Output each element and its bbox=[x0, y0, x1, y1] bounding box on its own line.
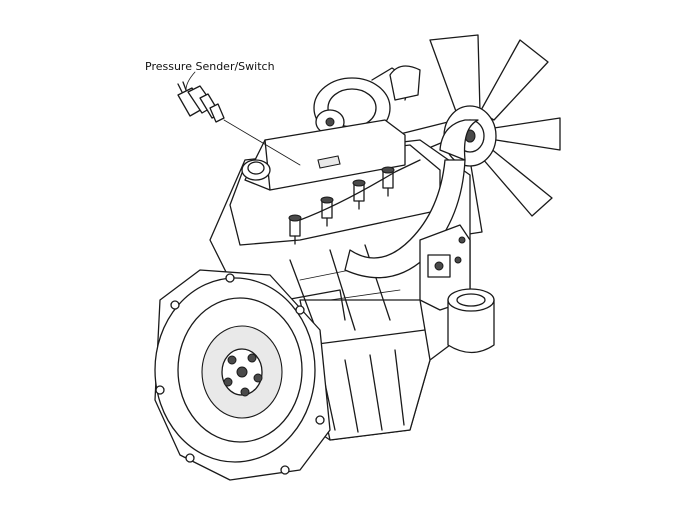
cylinder-head bbox=[229, 119, 441, 246]
pressure-sender-label: Pressure Sender/Switch bbox=[145, 60, 275, 73]
install-leader bbox=[223, 119, 301, 166]
oil-filter bbox=[447, 288, 495, 354]
fuel-injectors bbox=[288, 159, 421, 245]
pressure-sender bbox=[177, 81, 225, 123]
flywheel-housing bbox=[154, 269, 331, 481]
callout-leader bbox=[185, 71, 196, 91]
coolant-hose bbox=[344, 119, 479, 279]
